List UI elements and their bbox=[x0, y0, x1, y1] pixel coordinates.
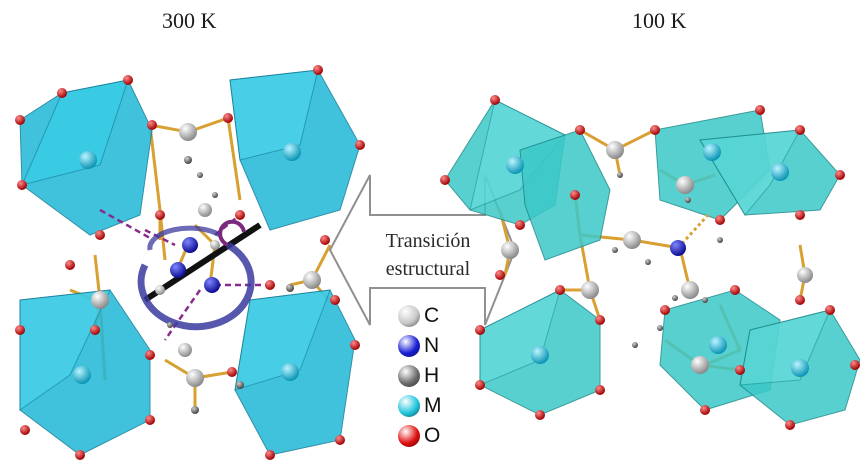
legend-item-n: N bbox=[398, 332, 439, 360]
legend-ball-n bbox=[398, 335, 420, 357]
temperature-label-300k: 300 K bbox=[162, 8, 217, 33]
legend-item-m: M bbox=[398, 392, 442, 420]
right-oxygen-atoms bbox=[440, 95, 860, 430]
temperature-label-100k: 100 K bbox=[632, 8, 687, 33]
right-hydrogen-atoms bbox=[612, 172, 723, 348]
transition-label-line1: Transición bbox=[385, 230, 471, 252]
legend-item-c: C bbox=[398, 302, 439, 330]
right-carbon-atoms bbox=[501, 141, 813, 374]
legend-ball-o bbox=[398, 425, 420, 447]
legend-label: O bbox=[424, 424, 441, 447]
right-central-molecule bbox=[670, 213, 710, 256]
right-metal-atoms bbox=[506, 143, 809, 377]
left-hydrogen-atoms bbox=[167, 156, 294, 414]
left-metal-atoms bbox=[73, 143, 301, 384]
left-structure bbox=[15, 65, 365, 460]
left-central-molecule bbox=[155, 237, 220, 295]
right-structure bbox=[440, 95, 860, 430]
transition-label-line2: estructural bbox=[385, 258, 471, 280]
legend-label: H bbox=[424, 364, 440, 387]
legend-item-o: O bbox=[398, 422, 440, 450]
legend-item-h: H bbox=[398, 362, 439, 390]
legend-label: C bbox=[424, 304, 440, 327]
left-oxygen-atoms bbox=[15, 65, 365, 460]
left-rotation-axis bbox=[137, 219, 262, 331]
legend-label: M bbox=[424, 394, 442, 417]
legend-ball-h bbox=[398, 365, 420, 387]
legend-label: N bbox=[424, 334, 440, 357]
legend-ball-c bbox=[398, 305, 420, 327]
left-carbon-atoms bbox=[91, 123, 321, 387]
legend-ball-m bbox=[398, 395, 420, 417]
